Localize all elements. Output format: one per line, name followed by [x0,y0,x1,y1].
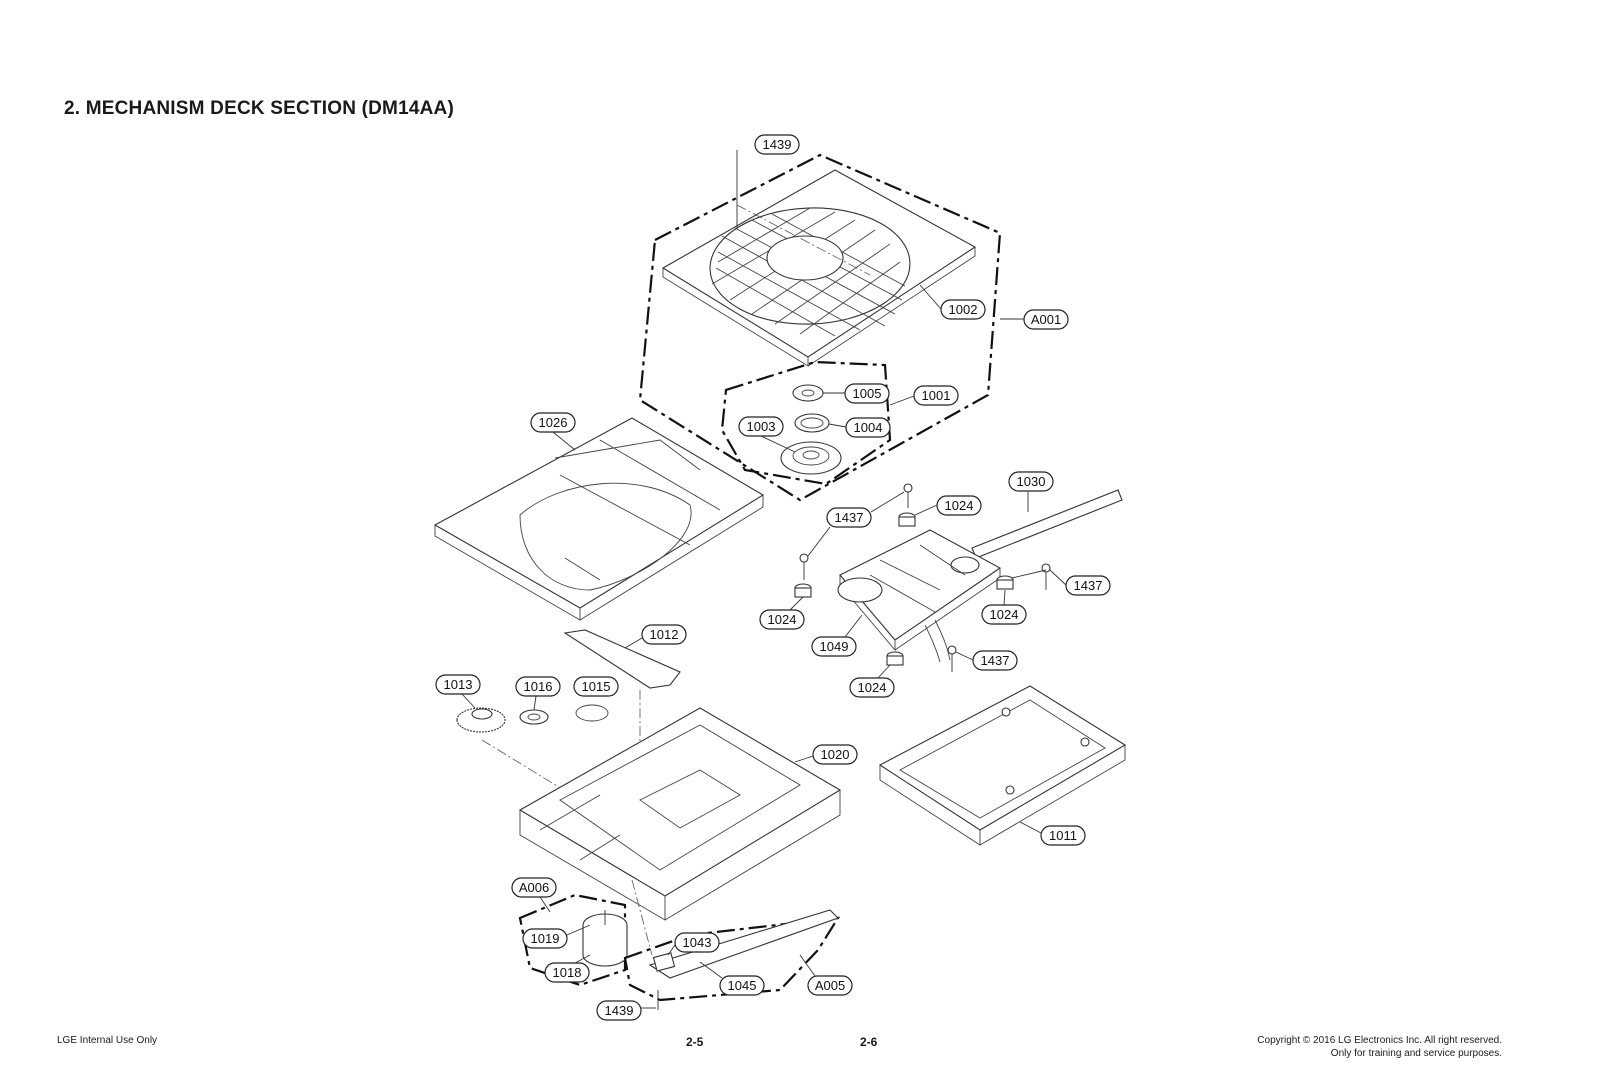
svg-text:1437: 1437 [981,653,1010,668]
callout-a006: A006 [511,877,557,898]
callout-1024-b: 1024 [759,609,805,630]
svg-text:1024: 1024 [990,607,1019,622]
callout-a001: A001 [1023,309,1069,330]
callout-1004: 1004 [845,417,891,438]
page-number-left: 2-5 [686,1035,704,1049]
callout-1015: 1015 [573,676,619,697]
sensor-part-1043 [652,952,676,972]
svg-text:1020: 1020 [821,747,850,762]
callout-1439-top: 1439 [754,134,800,155]
callout-1439-bottom: 1439 [596,1000,642,1021]
callout-1003: 1003 [738,416,784,437]
gear-part-1013 [456,707,506,733]
svg-text:1005: 1005 [853,386,882,401]
svg-text:1045: 1045 [728,978,757,993]
page-number-right: 2-6 [860,1035,878,1049]
callout-1437-b: 1437 [1065,575,1111,596]
callout-1437-c: 1437 [972,650,1018,671]
svg-text:1002: 1002 [949,302,978,317]
svg-text:1004: 1004 [854,420,883,435]
motor-part-1018 [582,910,628,967]
belt-part-1015 [575,704,609,722]
callout-1002: 1002 [940,299,986,320]
svg-text:1043: 1043 [683,935,712,950]
callout-1043: 1043 [674,932,720,953]
svg-text:A005: A005 [815,978,845,993]
callout-1013: 1013 [435,674,481,695]
svg-text:1439: 1439 [763,137,792,152]
callout-1024-a: 1024 [936,495,982,516]
svg-text:1030: 1030 [1017,474,1046,489]
traverse-mechanism-part-1049 [837,529,1002,663]
callout-1020: 1020 [812,744,858,765]
svg-text:1016: 1016 [524,679,553,694]
svg-text:1024: 1024 [768,612,797,627]
svg-text:1024: 1024 [858,680,887,695]
svg-text:A006: A006 [519,880,549,895]
screw-1437-group [799,483,1051,672]
svg-text:A001: A001 [1031,312,1061,327]
copyright-line-2: Only for training and service purposes. [1330,1048,1502,1059]
page-title: 2. MECHANISM DECK SECTION (DM14AA) [64,98,454,119]
assembly-outline-a006 [518,893,627,987]
svg-text:1015: 1015 [582,679,611,694]
callout-1018: 1018 [544,962,590,983]
svg-text:1437: 1437 [1074,578,1103,593]
svg-text:1011: 1011 [1049,828,1077,843]
rubber-damper-1024-c [996,575,1014,590]
callout-1049: 1049 [811,636,857,657]
rubber-damper-1024-d [886,651,904,666]
rubber-damper-1024-a [898,512,916,527]
svg-text:1018: 1018 [553,965,582,980]
callout-1019: 1019 [522,928,568,949]
svg-text:1024: 1024 [945,498,974,513]
tray-cover-part-1002 [661,169,977,367]
callout-1016: 1016 [515,676,561,697]
callout-1001: 1001 [913,385,959,406]
svg-text:1439: 1439 [605,1003,634,1018]
assembly-outline-a005 [623,916,841,1002]
callout-1012: 1012 [641,624,687,645]
callout-1011: 1011 [1040,825,1086,846]
clamper-assy-1001 [720,360,892,486]
callout-1437-a: 1437 [826,507,872,528]
callout-1026: 1026 [530,412,576,433]
copyright-notice: Copyright © 2016 LG Electronics Inc. All… [1257,1034,1502,1060]
callout-1030: 1030 [1008,471,1054,492]
copyright-line-1: Copyright © 2016 LG Electronics Inc. All… [1257,1035,1502,1046]
svg-text:1003: 1003 [747,419,776,434]
svg-text:1013: 1013 [444,677,473,692]
svg-text:1012: 1012 [650,627,679,642]
callout-a005: A005 [807,975,853,996]
svg-text:1001: 1001 [922,388,951,403]
assembly-outline-a001 [638,153,1002,502]
svg-text:1019: 1019 [531,931,560,946]
svg-text:1026: 1026 [539,415,568,430]
slide-cam-part-1012 [563,629,681,689]
flex-cable-part-1045 [648,909,840,979]
main-chassis-part-1020 [518,707,842,921]
callout-1005: 1005 [844,383,890,404]
callout-1024-c: 1024 [981,604,1027,625]
callout-1045: 1045 [719,975,765,996]
svg-text:1437: 1437 [835,510,864,525]
disc-tray-part-1026 [433,417,765,621]
footer-internal-use: LGE Internal Use Only [57,1035,158,1046]
pulley-part-1016 [519,709,549,725]
rubber-damper-1024-b [794,583,812,598]
callout-1024-d: 1024 [849,677,895,698]
flex-cable-part-1030 [971,489,1123,559]
base-tray-part-1011 [878,685,1127,846]
svg-text:1049: 1049 [820,639,849,654]
